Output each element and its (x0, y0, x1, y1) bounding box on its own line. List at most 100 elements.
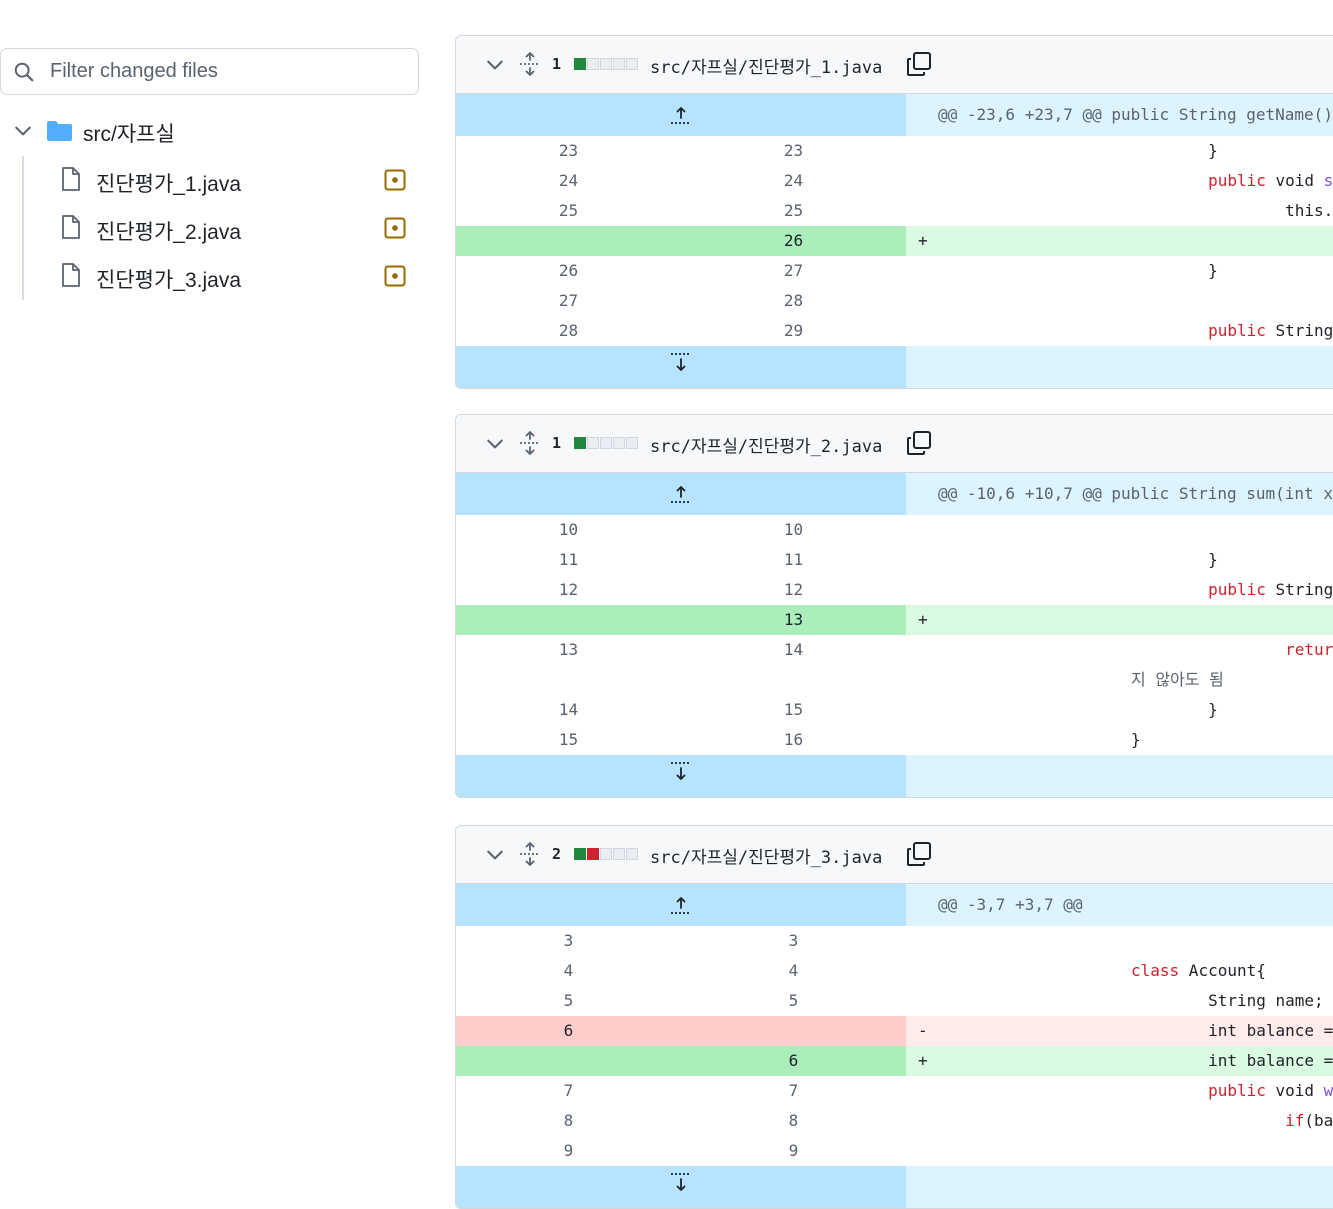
old-line-number[interactable]: 4 (563, 961, 574, 980)
filter-input[interactable] (48, 59, 388, 84)
new-line-number[interactable]: 8 (788, 1111, 799, 1130)
old-line-number[interactable]: 13 (558, 640, 579, 659)
file-modified-icon (384, 217, 406, 239)
new-line-number[interactable]: 13 (681, 605, 906, 635)
diff-line: 6- int balance =0; (456, 1016, 1333, 1046)
old-line-number[interactable] (456, 226, 681, 256)
old-line-number[interactable]: 9 (563, 1141, 574, 1160)
hunk-footer-fill (906, 755, 1333, 797)
new-line-number[interactable]: 4 (788, 961, 799, 980)
tree-file-1[interactable]: 진단평가_1.java (0, 156, 419, 204)
expand-all-icon[interactable] (519, 52, 541, 76)
diff-marker (906, 1106, 1131, 1136)
expand-down-button[interactable] (456, 1166, 906, 1208)
code-line: } (1131, 695, 1333, 725)
copy-path-icon[interactable] (906, 51, 932, 77)
copy-path-icon[interactable] (906, 841, 932, 867)
new-line-number[interactable] (681, 665, 906, 695)
new-line-number[interactable]: 27 (783, 261, 804, 280)
hunk-footer (456, 755, 1333, 797)
new-line-number[interactable]: 10 (783, 520, 804, 539)
diff-marker: - (906, 1016, 1131, 1046)
chevron-down-icon[interactable] (486, 56, 504, 74)
new-line-number[interactable]: 16 (783, 730, 804, 749)
old-line-number[interactable]: 5 (563, 991, 574, 1010)
old-line-number[interactable]: 28 (558, 321, 579, 340)
file-path[interactable]: src/자프실/진단평가_1.java (650, 58, 883, 78)
new-line-number[interactable]: 11 (783, 550, 804, 569)
diffstat-block (574, 848, 586, 860)
new-line-number[interactable] (681, 1016, 906, 1046)
tree-children: 진단평가_1.java 진단평가_2.java 진단평가_3.java (0, 156, 419, 300)
old-line-number[interactable]: 8 (563, 1111, 574, 1130)
new-line-number[interactable]: 29 (783, 321, 804, 340)
new-line-number[interactable]: 3 (788, 931, 799, 950)
filter-changed-files[interactable] (0, 48, 419, 95)
file-path[interactable]: src/자프실/진단평가_3.java (650, 848, 883, 868)
copy-path-icon[interactable] (906, 430, 932, 456)
expand-up-button[interactable] (456, 94, 906, 136)
old-line-number[interactable]: 6 (456, 1016, 681, 1046)
chevron-down-icon[interactable] (14, 122, 32, 140)
old-line-number[interactable]: 26 (558, 261, 579, 280)
file-label: 진단평가_3.java (96, 269, 241, 292)
old-line-number[interactable]: 15 (558, 730, 579, 749)
chevron-down-icon[interactable] (486, 435, 504, 453)
old-line-number[interactable]: 24 (558, 171, 579, 190)
new-line-number[interactable]: 23 (783, 141, 804, 160)
new-line-number[interactable]: 6 (681, 1046, 906, 1076)
expand-up-button[interactable] (456, 884, 906, 926)
new-line-number[interactable]: 12 (783, 580, 804, 599)
code-token (1131, 1081, 1208, 1100)
expand-down-button[interactable] (456, 346, 906, 388)
old-line-number[interactable]: 23 (558, 141, 579, 160)
new-line-number[interactable]: 7 (788, 1081, 799, 1100)
new-line-number[interactable]: 14 (783, 640, 804, 659)
expand-down-icon[interactable] (670, 760, 692, 782)
folder-icon (47, 121, 72, 141)
new-line-number[interactable]: 25 (783, 201, 804, 220)
diff-marker (906, 635, 1131, 665)
tree-folder[interactable]: src/자프실 (0, 108, 419, 156)
old-line-number[interactable]: 27 (558, 291, 579, 310)
new-line-number[interactable]: 15 (783, 700, 804, 719)
old-line-number[interactable]: 3 (563, 931, 574, 950)
hunk-footer-fill (906, 346, 1333, 388)
old-line-number[interactable]: 10 (558, 520, 579, 539)
expand-up-icon[interactable] (670, 895, 692, 917)
file-label: 진단평가_1.java (96, 173, 241, 196)
old-line-number[interactable]: 14 (558, 700, 579, 719)
old-line-number[interactable] (456, 1046, 681, 1076)
expand-down-button[interactable] (456, 755, 906, 797)
new-line-number[interactable]: 5 (788, 991, 799, 1010)
old-line-number[interactable]: 11 (558, 550, 579, 569)
old-line-number[interactable] (456, 605, 681, 635)
file-icon (62, 167, 80, 191)
tree-file-2[interactable]: 진단평가_2.java (0, 204, 419, 252)
chevron-down-icon[interactable] (486, 846, 504, 864)
expand-down-icon[interactable] (670, 351, 692, 373)
expand-all-icon[interactable] (519, 431, 541, 455)
new-line-number[interactable]: 24 (783, 171, 804, 190)
old-line-number[interactable]: 12 (558, 580, 579, 599)
expand-up-icon[interactable] (670, 484, 692, 506)
code-token: (balance<= (1304, 1111, 1333, 1130)
old-line-number[interactable]: 25 (558, 201, 579, 220)
tree-file-3[interactable]: 진단평가_3.java (0, 252, 419, 300)
expand-down-icon[interactable] (670, 1171, 692, 1193)
new-line-number[interactable]: 28 (783, 291, 804, 310)
new-line-number[interactable]: 26 (681, 226, 906, 256)
old-line-number[interactable] (456, 665, 681, 695)
expand-up-button[interactable] (456, 473, 906, 515)
code-token: public (1208, 580, 1266, 599)
expand-up-icon[interactable] (670, 105, 692, 127)
new-line-number[interactable]: 9 (788, 1141, 799, 1160)
expand-all-icon[interactable] (519, 842, 541, 866)
file-path[interactable]: src/자프실/진단평가_2.java (650, 437, 883, 457)
old-line-number[interactable]: 7 (563, 1081, 574, 1100)
